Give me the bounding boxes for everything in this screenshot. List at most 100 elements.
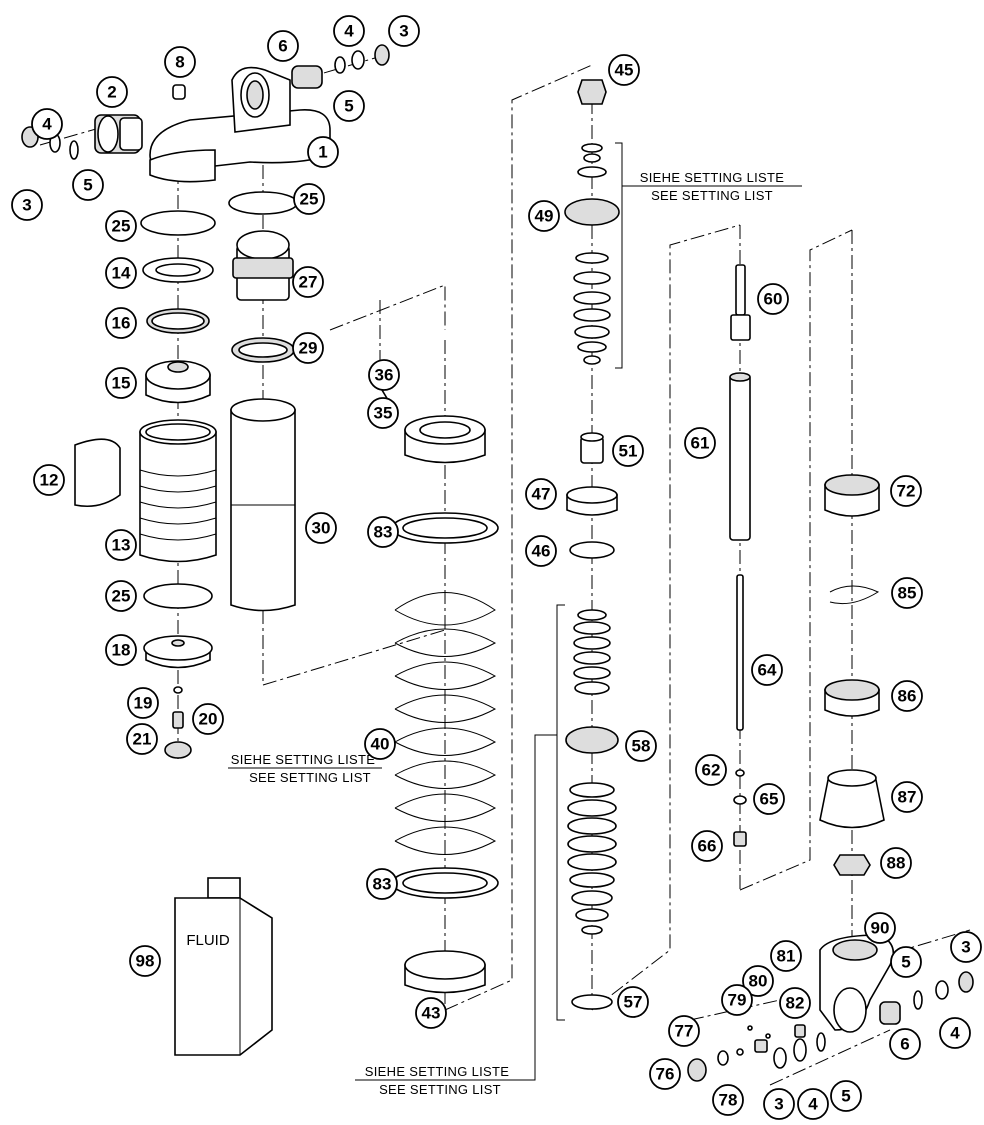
svg-text:5: 5 xyxy=(841,1087,850,1106)
note-see-3: SEE SETTING LIST xyxy=(379,1082,501,1097)
svg-text:98: 98 xyxy=(136,952,155,971)
svg-text:61: 61 xyxy=(691,434,710,453)
fluid-label: FLUID xyxy=(186,932,230,949)
svg-text:4: 4 xyxy=(42,115,52,134)
svg-text:88: 88 xyxy=(887,854,906,873)
callout-82: 82 xyxy=(779,987,811,1019)
damper-body xyxy=(228,191,298,612)
callout-8: 8 xyxy=(164,46,196,78)
note-siehe-3: SIEHE SETTING LISTE xyxy=(365,1064,509,1079)
svg-text:12: 12 xyxy=(40,471,59,490)
callout-6: 6 xyxy=(267,30,299,62)
callout-5: 5 xyxy=(890,946,922,978)
bottom-eye-assembly xyxy=(687,934,974,1082)
callout-21: 21 xyxy=(126,723,158,755)
svg-text:86: 86 xyxy=(898,687,917,706)
callout-3: 3 xyxy=(950,931,982,963)
svg-text:3: 3 xyxy=(774,1095,783,1114)
svg-text:46: 46 xyxy=(532,542,551,561)
note-siehe-1: SIEHE SETTING LISTE xyxy=(640,170,784,185)
svg-text:5: 5 xyxy=(83,176,92,195)
callout-78: 78 xyxy=(712,1084,744,1116)
svg-text:64: 64 xyxy=(758,661,777,680)
callout-87: 87 xyxy=(891,781,923,813)
note-see-2: SEE SETTING LIST xyxy=(249,770,371,785)
callout-98: 98 xyxy=(129,945,161,977)
svg-text:5: 5 xyxy=(901,953,910,972)
callout-81: 81 xyxy=(770,940,802,972)
callout-83: 83 xyxy=(366,868,398,900)
callout-2: 2 xyxy=(96,76,128,108)
svg-text:25: 25 xyxy=(300,190,319,209)
svg-text:72: 72 xyxy=(897,482,916,501)
callout-3: 3 xyxy=(388,15,420,47)
callout-5: 5 xyxy=(830,1080,862,1112)
callout-58: 58 xyxy=(625,730,657,762)
svg-text:40: 40 xyxy=(371,735,390,754)
svg-text:82: 82 xyxy=(786,994,805,1013)
svg-text:83: 83 xyxy=(373,875,392,894)
setting-notes: SIEHE SETTING LISTE SEE SETTING LIST SIE… xyxy=(231,170,784,1097)
svg-text:3: 3 xyxy=(22,196,31,215)
svg-text:66: 66 xyxy=(698,837,717,856)
callout-18: 18 xyxy=(105,634,137,666)
svg-text:19: 19 xyxy=(134,694,153,713)
callout-49: 49 xyxy=(528,200,560,232)
svg-text:3: 3 xyxy=(961,938,970,957)
callout-85: 85 xyxy=(891,577,923,609)
svg-text:65: 65 xyxy=(760,790,779,809)
svg-text:78: 78 xyxy=(719,1091,738,1110)
callout-72: 72 xyxy=(890,475,922,507)
svg-text:35: 35 xyxy=(374,404,393,423)
svg-text:49: 49 xyxy=(535,207,554,226)
callout-47: 47 xyxy=(525,478,557,510)
callout-25: 25 xyxy=(105,210,137,242)
svg-text:4: 4 xyxy=(950,1024,960,1043)
shaft-column xyxy=(729,264,751,847)
svg-text:16: 16 xyxy=(112,314,131,333)
svg-text:6: 6 xyxy=(900,1035,909,1054)
svg-text:62: 62 xyxy=(702,761,721,780)
svg-text:80: 80 xyxy=(749,972,768,991)
callout-4: 4 xyxy=(31,108,63,140)
shim-stack xyxy=(564,79,620,1010)
callout-4: 4 xyxy=(333,15,365,47)
svg-text:14: 14 xyxy=(112,264,131,283)
svg-text:36: 36 xyxy=(375,366,394,385)
svg-text:83: 83 xyxy=(374,523,393,542)
callout-77: 77 xyxy=(668,1015,700,1047)
svg-text:25: 25 xyxy=(112,217,131,236)
svg-text:47: 47 xyxy=(532,485,551,504)
svg-text:29: 29 xyxy=(299,339,318,358)
callout-90: 90 xyxy=(864,912,896,944)
svg-text:51: 51 xyxy=(619,442,638,461)
svg-text:77: 77 xyxy=(675,1022,694,1041)
svg-text:5: 5 xyxy=(344,97,353,116)
callout-16: 16 xyxy=(105,307,137,339)
callout-66: 66 xyxy=(691,830,723,862)
callout-36: 36 xyxy=(368,359,400,391)
callout-5: 5 xyxy=(72,169,104,201)
svg-text:15: 15 xyxy=(112,374,131,393)
callout-5: 5 xyxy=(333,90,365,122)
note-siehe-2: SIEHE SETTING LISTE xyxy=(231,752,375,767)
reservoir-parts xyxy=(74,210,217,759)
svg-text:27: 27 xyxy=(299,273,318,292)
callout-14: 14 xyxy=(105,257,137,289)
svg-text:90: 90 xyxy=(871,919,890,938)
callout-86: 86 xyxy=(891,680,923,712)
svg-text:13: 13 xyxy=(112,536,131,555)
callout-25: 25 xyxy=(105,580,137,612)
note-see-1: SEE SETTING LIST xyxy=(651,188,773,203)
callout-4: 4 xyxy=(939,1017,971,1049)
callout-61: 61 xyxy=(684,427,716,459)
setting-brackets xyxy=(228,142,802,1081)
svg-text:20: 20 xyxy=(199,710,218,729)
svg-text:60: 60 xyxy=(764,290,783,309)
callout-20: 20 xyxy=(192,703,224,735)
svg-text:18: 18 xyxy=(112,641,131,660)
callout-46: 46 xyxy=(525,535,557,567)
svg-text:57: 57 xyxy=(624,993,643,1012)
callout-80: 80 xyxy=(742,965,774,997)
